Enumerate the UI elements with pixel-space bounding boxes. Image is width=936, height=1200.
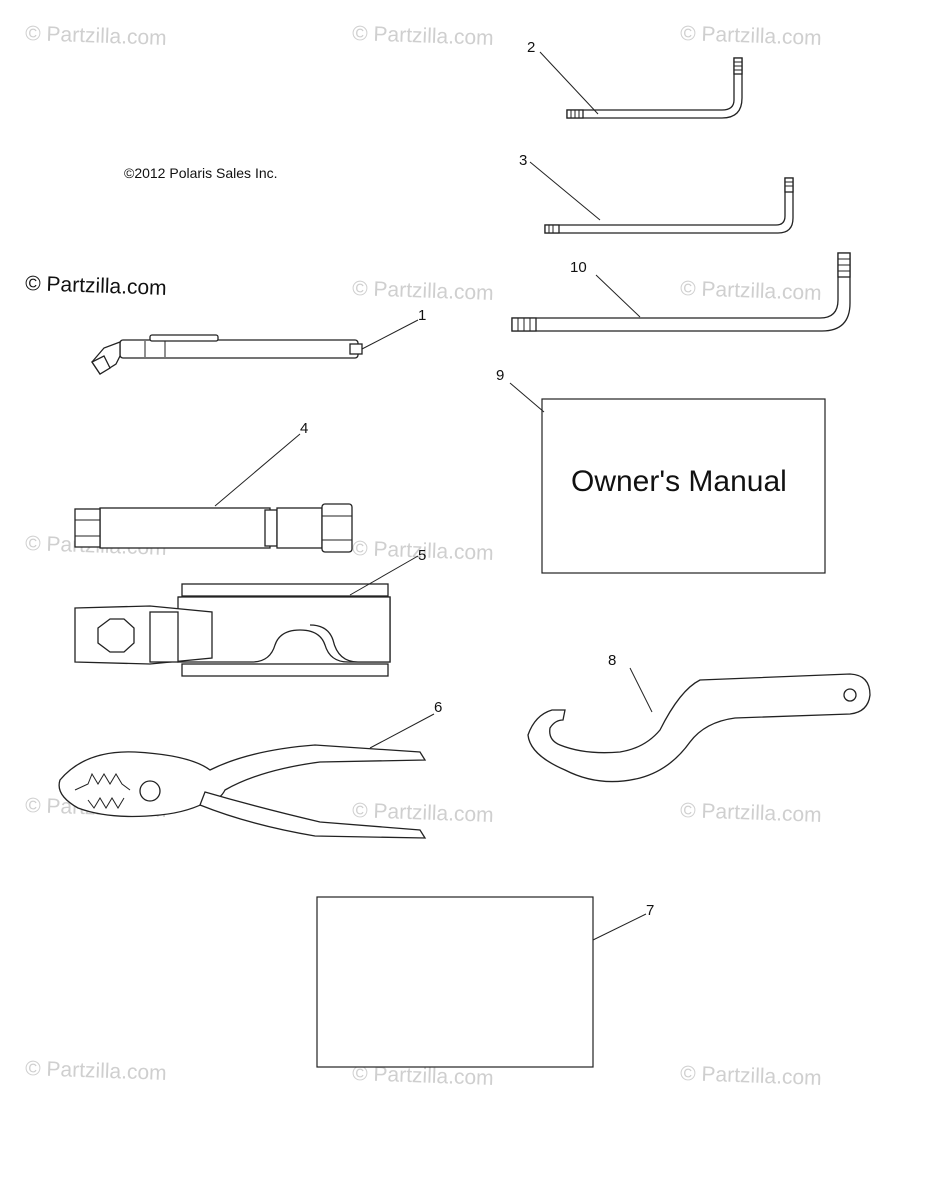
part-6-pliers: 6 bbox=[58, 699, 442, 839]
watermark: © Partzilla.com bbox=[25, 22, 167, 50]
part-4-socket: 4 bbox=[74, 420, 353, 553]
watermark: © Partzilla.com bbox=[352, 537, 494, 565]
part-2-hex-key: 2 bbox=[527, 39, 743, 119]
copyright-text: ©2012 Polaris Sales Inc. bbox=[124, 165, 278, 181]
part-1-pressure-gauge: 1 bbox=[91, 307, 426, 375]
part-5-plug-wrench: 5 bbox=[74, 547, 426, 677]
callout-7: 7 bbox=[646, 902, 654, 919]
part-3-hex-key: 3 bbox=[519, 152, 794, 234]
callout-10: 10 bbox=[570, 259, 587, 276]
callout-8: 8 bbox=[608, 652, 616, 669]
owners-manual-box bbox=[541, 398, 826, 574]
watermark-dark: © Partzilla.com bbox=[25, 272, 167, 300]
callout-4: 4 bbox=[300, 420, 308, 437]
watermark: © Partzilla.com bbox=[352, 277, 494, 305]
part-9-owners-manual: Owner's Manual 9 bbox=[496, 367, 826, 574]
callout-6: 6 bbox=[434, 699, 442, 716]
part-8-spanner-wrench: 8 bbox=[527, 652, 871, 783]
watermark: © Partzilla.com bbox=[680, 1062, 822, 1090]
watermark: © Partzilla.com bbox=[25, 1057, 167, 1085]
part-7-box: 7 bbox=[316, 896, 654, 1068]
owners-manual-title: Owner's Manual bbox=[571, 465, 787, 498]
callout-3: 3 bbox=[519, 152, 527, 169]
callout-2: 2 bbox=[527, 39, 535, 56]
watermark: © Partzilla.com bbox=[680, 277, 822, 305]
callout-5: 5 bbox=[418, 547, 426, 564]
callout-9: 9 bbox=[496, 367, 504, 384]
watermark: © Partzilla.com bbox=[680, 22, 822, 50]
watermark: © Partzilla.com bbox=[680, 799, 822, 827]
part-10-hex-key: 10 bbox=[511, 252, 851, 332]
watermark: © Partzilla.com bbox=[352, 22, 494, 50]
part-7-rectangle bbox=[316, 896, 594, 1068]
callout-1: 1 bbox=[418, 307, 426, 324]
watermark: © Partzilla.com bbox=[352, 799, 494, 827]
